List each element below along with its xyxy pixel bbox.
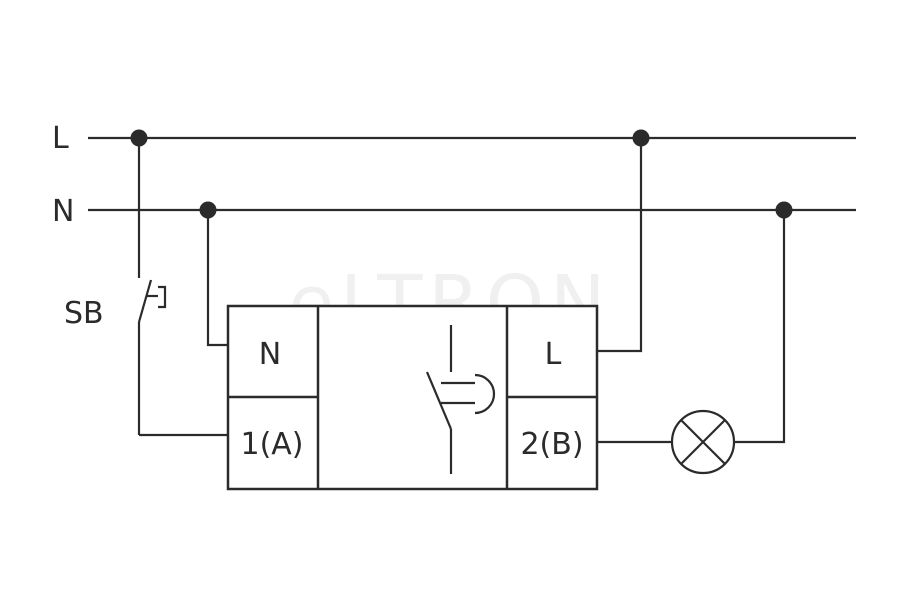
terminal-2b: 2(B) xyxy=(520,427,583,462)
lamp-icon xyxy=(670,409,736,475)
wire-lamp-to-n xyxy=(734,210,786,444)
relay: N L 1(A) 2(B) xyxy=(226,304,599,491)
terminal-l: L xyxy=(545,337,562,372)
relay-contact-icon xyxy=(425,325,496,474)
line-l-label: L xyxy=(52,121,69,156)
pushbutton-sb xyxy=(137,138,228,437)
wire-l-to-relay xyxy=(597,138,643,353)
pushbutton-icon xyxy=(137,279,167,323)
terminal-n: N xyxy=(259,337,281,372)
wire-n-to-relay xyxy=(206,210,228,347)
terminal-1a: 1(A) xyxy=(240,427,303,462)
switch-label: SB xyxy=(64,296,104,331)
line-n-label: N xyxy=(52,194,74,229)
